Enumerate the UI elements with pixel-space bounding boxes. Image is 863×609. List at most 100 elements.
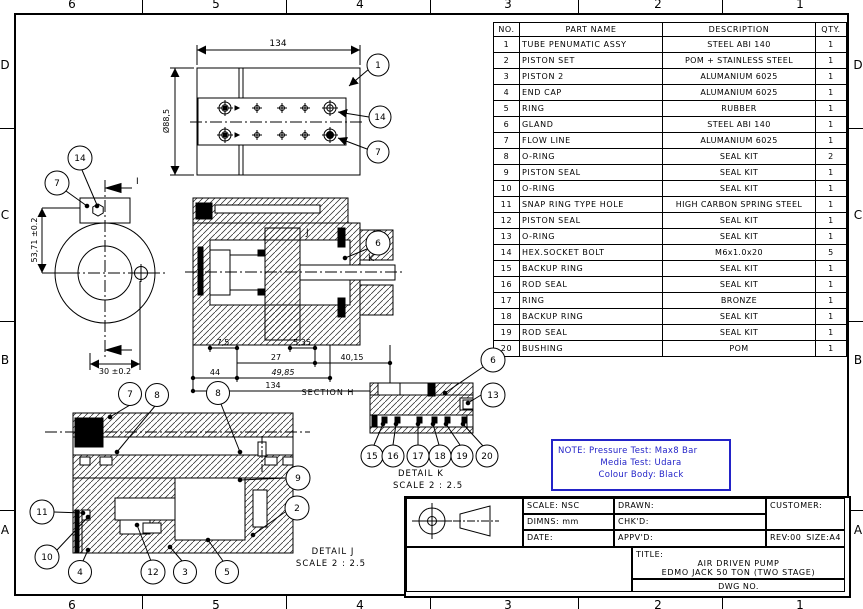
cell-description: SEAL KIT xyxy=(662,164,816,181)
cell-qty: 1 xyxy=(815,116,847,133)
dim-height xyxy=(37,207,80,274)
zone-tick xyxy=(849,510,863,511)
cell-description: HIGH CARBON SPRING STEEL xyxy=(662,196,816,213)
balloon-number: 11 xyxy=(36,508,47,518)
cell-part-name: END CAP xyxy=(519,84,663,101)
balloon-number: 6 xyxy=(375,239,381,249)
cell-qty: 1 xyxy=(815,100,847,117)
table-row: 9 PISTON SEAL SEAL KIT 1 xyxy=(493,164,847,181)
balloon xyxy=(443,421,474,468)
table-row: 16 ROD SEAL SEAL KIT 1 xyxy=(493,276,847,293)
zone-label-top: 6 xyxy=(68,0,76,11)
balloon-number: 9 xyxy=(295,474,301,484)
zone-label-bottom: 4 xyxy=(356,598,364,609)
scale-field: SCALE: NSC xyxy=(523,498,614,514)
cell-description: POM + STAINLESS STEEL xyxy=(662,52,816,69)
cell-no: 12 xyxy=(493,212,520,229)
cell-qty: 1 xyxy=(815,212,847,229)
detail-k-drawing: 6 13 15 16 17 18 19 20 DETAIL K SCALE 2 … xyxy=(360,347,506,491)
table-row: 19 ROD SEAL SEAL KIT 1 xyxy=(493,324,847,341)
drawing-title-line-2: EDMO JACK 50 TON (TWO STAGE) xyxy=(661,568,816,577)
dim-diameter-text: Ø88,5 xyxy=(161,109,171,133)
cell-part-name: O-RING xyxy=(519,180,663,197)
balloon-number: 7 xyxy=(54,179,60,189)
cell-no: 17 xyxy=(493,292,520,309)
balloon-number: 18 xyxy=(434,452,446,462)
cell-no: 15 xyxy=(493,260,520,277)
balloon-number: 8 xyxy=(215,389,221,399)
title-block: SCALE: NSC DIMNS: mm DATE: DRAWN: CHK'D:… xyxy=(404,496,851,598)
col-header-description: DESCRIPTION xyxy=(662,22,816,37)
cell-description: ALUMANIUM 6025 xyxy=(662,68,816,85)
section-dims xyxy=(190,345,393,395)
cell-description: STEEL ABI 140 xyxy=(662,36,816,53)
dim-width-text: 134 xyxy=(269,39,286,49)
detail-k-scale: SCALE 2 : 2.5 xyxy=(393,481,463,491)
dim-width xyxy=(196,45,361,65)
dim-height-text: 53,71 ±0.2 xyxy=(30,218,39,263)
balloon xyxy=(460,421,499,468)
balloon xyxy=(34,514,91,570)
table-row: 4 END CAP ALUMANIUM 6025 1 xyxy=(493,84,847,101)
zone-tick xyxy=(849,321,863,322)
rev-size-field: REV:00 SIZE:A4 xyxy=(766,530,845,547)
customer-field: CUSTOMER: xyxy=(766,498,845,530)
cell-description: ALUMANIUM 6025 xyxy=(662,132,816,149)
zone-tick xyxy=(578,0,579,13)
zone-label-bottom: 3 xyxy=(504,598,512,609)
projection-symbol-cell xyxy=(406,498,523,547)
balloon-number: 20 xyxy=(481,452,493,462)
balloon xyxy=(250,495,310,538)
title-label: TITLE: xyxy=(636,550,664,559)
cell-qty: 1 xyxy=(815,196,847,213)
cell-no: 11 xyxy=(493,196,520,213)
hex-bolt-symbol xyxy=(322,100,338,116)
table-row: 8 O-RING SEAL KIT 2 xyxy=(493,148,847,165)
detail-j-label: DETAIL J xyxy=(312,547,355,557)
cell-part-name: PISTON SET xyxy=(519,52,663,69)
zone-tick xyxy=(722,0,723,13)
detail-letter-text: K xyxy=(368,254,375,264)
cell-part-name: RING xyxy=(519,100,663,117)
balloon-number: 1 xyxy=(375,61,381,71)
balloon-number: 19 xyxy=(456,452,468,462)
balloon-number: 13 xyxy=(487,391,498,401)
zone-tick xyxy=(0,128,14,129)
detail-k-label: DETAIL K xyxy=(398,469,444,479)
table-row: 7 FLOW LINE ALUMANIUM 6025 1 xyxy=(493,132,847,149)
zone-label-left: B xyxy=(0,353,10,367)
balloon xyxy=(107,382,142,420)
section-letter-text: I xyxy=(136,177,139,187)
cell-no: 5 xyxy=(493,100,520,117)
cell-no: 10 xyxy=(493,180,520,197)
balloon-number: 7 xyxy=(127,390,133,400)
balloon xyxy=(29,499,86,525)
date-field: DATE: xyxy=(523,530,614,547)
cell-part-name: RING xyxy=(519,292,663,309)
table-row: 2 PISTON SET POM + STAINLESS STEEL 1 xyxy=(493,52,847,69)
zone-label-top: 2 xyxy=(654,0,662,11)
zone-tick xyxy=(0,510,14,511)
table-row: 13 O-RING SEAL KIT 1 xyxy=(493,228,847,245)
col-header-qty: QTY. xyxy=(815,22,847,37)
cell-description: SEAL KIT xyxy=(662,148,816,165)
parts-table: NO. PART NAME DESCRIPTION QTY. 1 TUBE PE… xyxy=(493,22,847,357)
cell-qty: 1 xyxy=(815,164,847,181)
detail-j-scale: SCALE 2 : 2.5 xyxy=(296,559,366,569)
cell-part-name: SNAP RING TYPE HOLE xyxy=(519,196,663,213)
cell-part-name: ROD SEAL xyxy=(519,276,663,293)
zone-label-right: D xyxy=(853,58,863,72)
cell-no: 1 xyxy=(493,36,520,53)
dim-offset xyxy=(89,281,141,370)
balloon-number: 4 xyxy=(77,568,83,578)
balloon xyxy=(67,145,100,209)
note-line-1: NOTE: Pressure Test: Max8 Bar xyxy=(558,446,698,456)
cell-no: 7 xyxy=(493,132,520,149)
balloon-number: 2 xyxy=(294,504,300,514)
zone-label-bottom: 6 xyxy=(68,598,76,609)
cell-no: 13 xyxy=(493,228,520,245)
balloon-number: 6 xyxy=(490,356,496,366)
cell-qty: 2 xyxy=(815,148,847,165)
cell-no: 18 xyxy=(493,308,520,325)
balloon-number: 17 xyxy=(412,452,423,462)
